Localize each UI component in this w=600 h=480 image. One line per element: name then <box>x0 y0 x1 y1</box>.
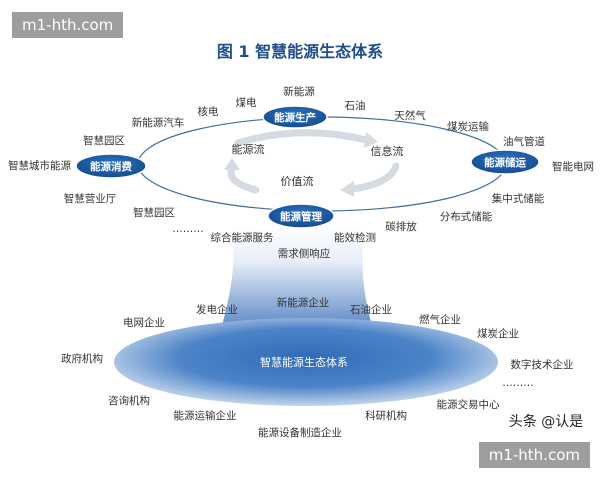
diagram-title: 图 1 智慧能源生态体系 <box>217 42 383 61</box>
node-storage-label: 能源储运 <box>484 156 526 169</box>
label-smart-city-energy: 智慧城市能源 <box>8 159 71 172</box>
label-oil-pipeline: 油气管道 <box>503 135 545 148</box>
label-petroleum-ent: 石油企业 <box>350 303 392 316</box>
label-natural-gas: 天然气 <box>394 109 426 122</box>
watermark-top: m1-hth.com <box>12 12 124 38</box>
label-consulting: 咨询机构 <box>108 394 150 407</box>
label-equipment-ent: 能源设备制造企业 <box>258 426 342 439</box>
node-production[interactable]: 能源生产 <box>262 105 328 129</box>
label-energy-exchange: 能源交易中心 <box>437 398 500 411</box>
label-power-gen: 发电企业 <box>196 303 238 316</box>
label-gas-ent: 燃气企业 <box>419 313 461 326</box>
circulation-arrows <box>227 129 400 194</box>
label-coal-power: 煤电 <box>236 96 257 109</box>
node-management[interactable]: 能源管理 <box>267 203 335 229</box>
ring-labels: 新能源 煤电 石油 核电 天然气 新能源汽车 煤炭运输 智慧园区 油气管道 智慧… <box>8 85 594 260</box>
label-smart-park-bottom: 智慧园区 <box>133 206 175 219</box>
circulation-arrowheads <box>224 132 378 197</box>
label-distributed-storage: 分布式储能 <box>440 210 493 223</box>
label-efficiency-monitor: 能效检测 <box>334 231 376 244</box>
flow-label-value: 价值流 <box>281 174 314 188</box>
node-storage[interactable]: 能源储运 <box>470 149 540 175</box>
ecosystem-labels: 发电企业 新能源企业 石油企业 燃气企业 电网企业 煤炭企业 政府机构 数字技术… <box>61 296 574 439</box>
funnel-shape <box>222 225 372 326</box>
label-transport-ent: 能源运输企业 <box>174 409 237 422</box>
credit-text: 头条 @认是 <box>509 413 583 430</box>
label-ellipsis-right: ……… <box>502 377 534 389</box>
ecosystem-disc <box>114 318 498 406</box>
label-government: 政府机构 <box>61 352 103 365</box>
label-demand-response: 需求侧响应 <box>278 247 331 260</box>
label-smart-hall: 智慧营业厅 <box>64 192 117 205</box>
node-consumption[interactable]: 能源消费 <box>75 153 147 179</box>
label-research: 科研机构 <box>365 409 407 422</box>
label-coal-transport: 煤炭运输 <box>447 120 489 133</box>
label-centralized-storage: 集中式储能 <box>492 192 545 205</box>
label-nev: 新能源汽车 <box>132 116 185 129</box>
label-new-energy-ent: 新能源企业 <box>277 296 330 309</box>
node-consumption-label: 能源消费 <box>90 160 132 173</box>
label-integrated-service: 综合能源服务 <box>211 231 274 244</box>
label-grid-ent: 电网企业 <box>123 316 165 329</box>
flow-label-energy: 能源流 <box>232 142 265 156</box>
node-management-label: 能源管理 <box>280 210 322 223</box>
label-digital-ent: 数字技术企业 <box>511 358 574 371</box>
label-smart-park-top: 智慧园区 <box>83 134 125 147</box>
node-production-label: 能源生产 <box>274 111 316 124</box>
label-oil: 石油 <box>345 99 366 112</box>
label-ellipsis-left: ……… <box>172 223 204 235</box>
label-nuclear: 核电 <box>198 105 219 118</box>
flow-label-info: 信息流 <box>371 144 404 158</box>
watermark-bottom: m1-hth.com <box>478 442 590 468</box>
label-smart-grid: 智能电网 <box>552 160 594 173</box>
ecosystem-center-label: 智慧能源生态体系 <box>260 355 348 369</box>
label-new-energy: 新能源 <box>283 85 315 98</box>
label-coal-ent: 煤炭企业 <box>477 327 519 340</box>
label-carbon-emission: 碳排放 <box>385 220 417 233</box>
